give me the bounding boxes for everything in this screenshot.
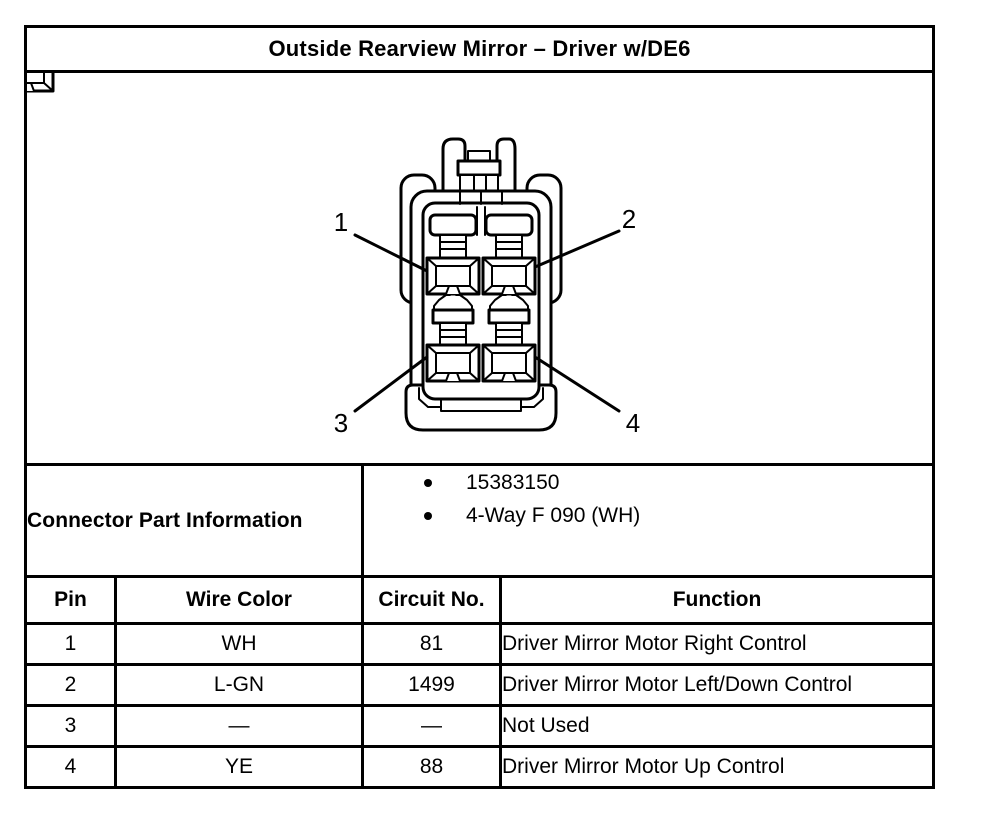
terminal-cavity-3 — [425, 343, 481, 383]
circuit-no-cell: 1499 — [361, 663, 502, 707]
connector-type: 4-Way F 090 (WH) — [466, 503, 641, 527]
connector-face-view-diagram: 1 2 3 4 — [28, 74, 640, 438]
leader-line-pin1 — [353, 233, 429, 273]
pin-callout-2: 2 — [622, 204, 636, 234]
leader-line-pin2 — [533, 229, 621, 269]
function-cell: Driver Mirror Motor Right Control — [498, 622, 936, 666]
center-tab — [431, 308, 475, 325]
col-header-circuit-no: Circuit No. — [361, 575, 502, 625]
list-item: 4-Way F 090 (WH) — [366, 499, 931, 532]
pin-table-header-row: Pin Wire Color Circuit No. Function — [24, 575, 936, 625]
connector-info-table: Outside Rearview Mirror – Driver w/DE6 — [23, 25, 936, 789]
list-item: 15383150 — [366, 468, 931, 500]
wire-color-cell: L-GN — [114, 663, 364, 707]
table-row: 3 — — Not Used — [24, 704, 936, 748]
circuit-no-cell: — — [361, 704, 502, 748]
function-cell: Driver Mirror Motor Left/Down Control — [498, 663, 936, 707]
latch-crossbar — [456, 159, 502, 177]
diagram-row: 1 2 3 4 — [23, 70, 936, 466]
terminal-shaft — [495, 322, 523, 346]
terminal-cavity-4 — [481, 343, 537, 383]
terminal-cavity-2 — [481, 256, 537, 296]
bullet-icon — [424, 478, 432, 487]
pin-callout-4: 4 — [626, 408, 640, 438]
pin-cell: 2 — [24, 663, 117, 707]
leader-line-pin3 — [353, 355, 429, 413]
skirt-inner-lip-left — [418, 387, 442, 408]
function-cell: Not Used — [498, 704, 936, 748]
table-row: 2 L-GN 1499 Driver Mirror Motor Left/Dow… — [24, 663, 936, 707]
title-row: Outside Rearview Mirror – Driver w/DE6 — [23, 25, 936, 73]
center-tab — [487, 308, 531, 325]
leader-line-pin4 — [533, 355, 621, 413]
circuit-no-cell: 81 — [361, 622, 502, 666]
skirt-inner-lip-right — [520, 387, 544, 408]
connector-part-info-items: 15383150 4-Way F 090 (WH) — [360, 463, 936, 578]
col-header-wire-color: Wire Color — [114, 575, 364, 625]
function-cell: Driver Mirror Motor Up Control — [498, 745, 936, 789]
circuit-no-cell: 88 — [361, 745, 502, 789]
terminal-shaft — [495, 234, 523, 260]
terminal-shaft — [439, 322, 467, 346]
pin-callout-3: 3 — [334, 408, 348, 438]
terminal-cavity — [28, 74, 55, 93]
cavity-column-right — [484, 213, 534, 346]
pin-cell: 3 — [24, 704, 117, 748]
pin-cell: 4 — [24, 745, 117, 789]
wire-color-cell: WH — [114, 622, 364, 666]
part-number: 15383150 — [466, 470, 560, 494]
table-row: 4 YE 88 Driver Mirror Motor Up Control — [24, 745, 936, 789]
connector-part-info-label: Connector Part Information — [24, 463, 364, 578]
terminal-shaft — [439, 234, 467, 260]
lock-slot — [428, 213, 478, 237]
page-title: Outside Rearview Mirror – Driver w/DE6 — [23, 25, 936, 73]
table-row: 1 WH 81 Driver Mirror Motor Right Contro… — [24, 622, 936, 666]
col-header-pin: Pin — [24, 575, 117, 625]
wire-color-cell: — — [114, 704, 364, 748]
wire-color-cell: YE — [114, 745, 364, 789]
lock-slot — [484, 213, 534, 237]
bullet-icon — [424, 511, 432, 520]
col-header-function: Function — [498, 575, 936, 625]
pin-callout-1: 1 — [334, 207, 348, 237]
pin-cell: 1 — [24, 622, 117, 666]
connector-diagram-cell: 1 2 3 4 — [23, 70, 936, 466]
terminal-cavity-1 — [425, 256, 481, 296]
connector-part-info-row: Connector Part Information 15383150 4-Wa… — [24, 463, 936, 578]
